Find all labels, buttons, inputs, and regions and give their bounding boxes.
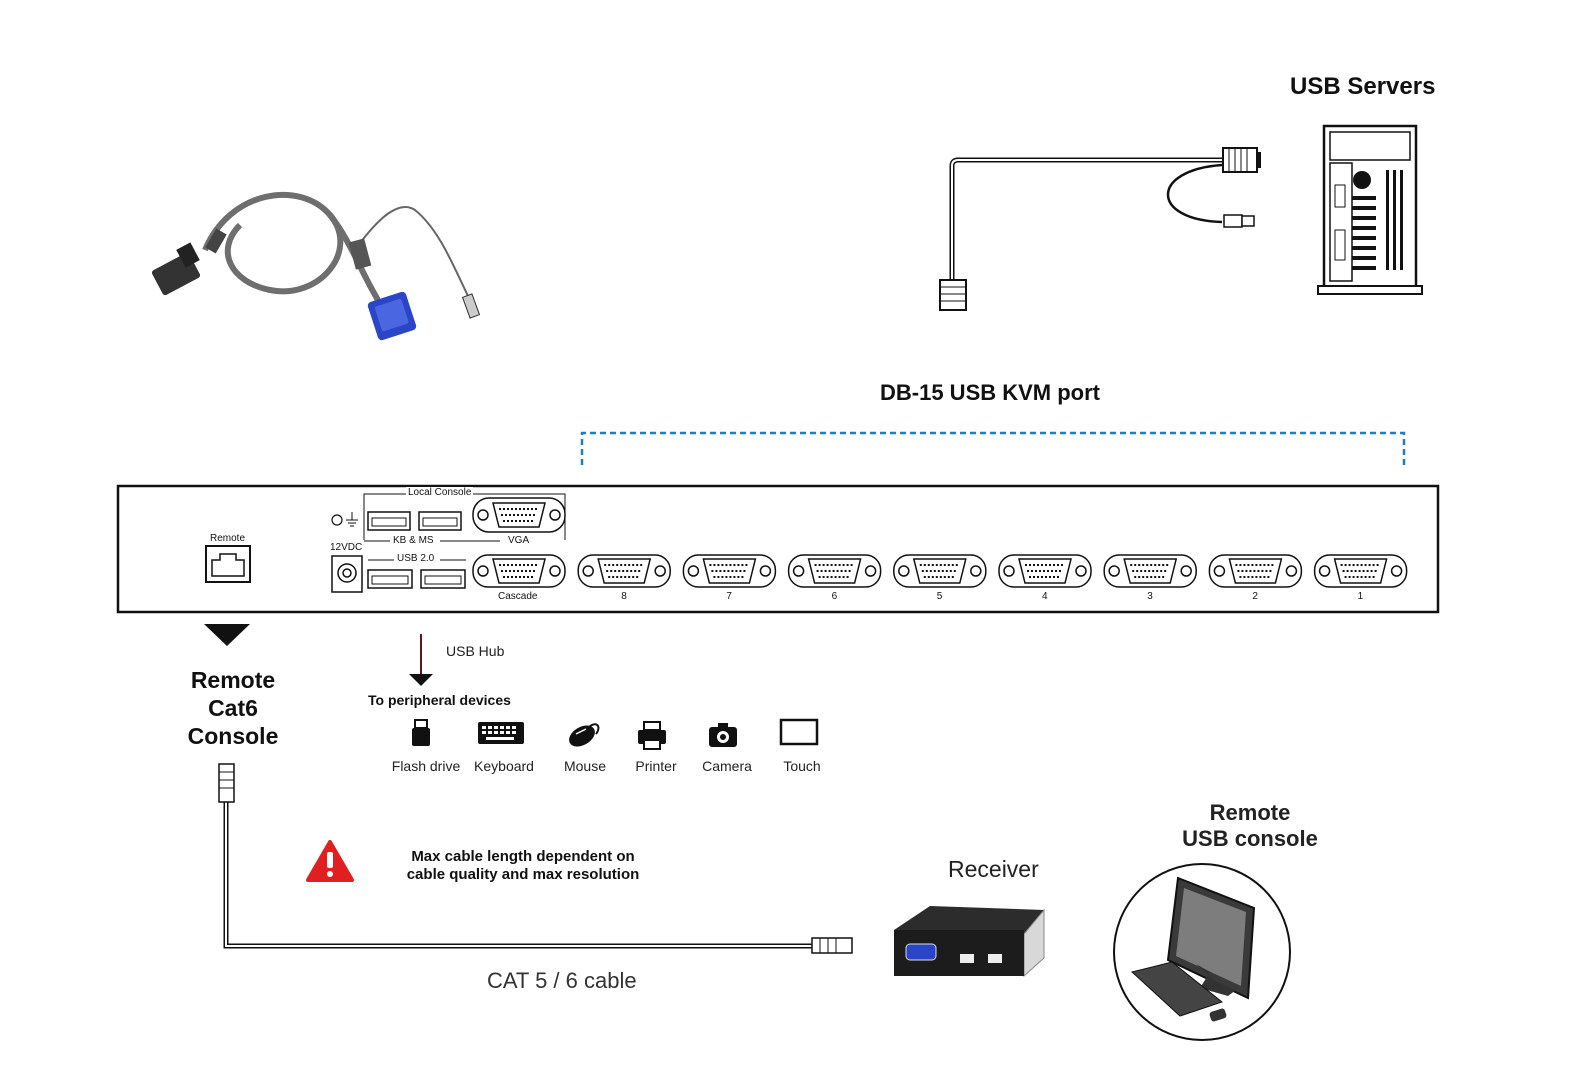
remote-port-label: Remote	[210, 533, 246, 544]
kvm-rear-panel	[116, 484, 1440, 614]
warning-text: Max cable length dependent on cable qual…	[378, 848, 668, 884]
kb-ms-label: KB & MS	[393, 535, 434, 546]
device-label: Printer	[635, 758, 677, 774]
vga-port	[1208, 554, 1303, 588]
usb-hub-label: USB Hub	[446, 643, 505, 659]
remote-usb-console-illustration	[1113, 863, 1291, 1041]
device-printer: Printer	[616, 752, 696, 774]
vga-label: VGA	[508, 535, 530, 546]
vga-port	[893, 554, 987, 588]
port-number-label: 6	[831, 591, 838, 602]
remote-usb-line2: USB console	[1182, 826, 1318, 851]
usb20-label: USB 2.0	[397, 553, 435, 564]
vga-port	[787, 554, 882, 588]
device-label: Flash drive	[391, 758, 461, 774]
receiver-label: Receiver	[948, 856, 1039, 882]
touch-icon	[779, 718, 819, 746]
warning-icon	[306, 840, 354, 882]
flash-drive-icon	[412, 719, 430, 746]
local-console-label: Local Console	[406, 487, 474, 498]
cat-cable	[218, 763, 853, 954]
vga-port	[577, 554, 671, 588]
port-number-label: 1	[1357, 591, 1364, 602]
device-label: Keyboard	[474, 758, 534, 774]
device-keyboard: Keyboard	[464, 752, 544, 774]
vga-port-row	[472, 554, 1408, 588]
server-tower-illustration	[1317, 124, 1423, 295]
kvm-port-title: DB-15 USB KVM port	[880, 380, 1101, 405]
warning-line1: Max cable length dependent on	[411, 848, 635, 865]
kvm-ports-bracket	[580, 431, 1406, 465]
vga-port	[682, 554, 777, 588]
device-touch: Touch	[762, 752, 842, 774]
device-camera: Camera	[687, 752, 767, 774]
device-label: Camera	[702, 758, 752, 774]
server-cable-illustration	[939, 147, 1261, 311]
receiver-illustration	[894, 906, 1045, 978]
remote-usb-line1: Remote	[1209, 800, 1291, 825]
usb-servers-title: USB Servers	[1290, 73, 1436, 100]
vga-port-cascade	[472, 554, 566, 588]
device-flash-drive: Flash drive	[386, 752, 466, 774]
cable-label: CAT 5 / 6 cable	[487, 968, 637, 993]
dc-label: 12VDC	[330, 542, 363, 553]
camera-icon	[709, 723, 737, 747]
warning-line2: cable quality and max resolution	[406, 866, 640, 883]
port-number-label: 8	[621, 591, 627, 602]
remote-console-line1: Remote	[190, 667, 276, 693]
kvm-cable-illustration	[151, 191, 481, 341]
port-number-label: 2	[1252, 591, 1258, 602]
mouse-icon	[569, 723, 600, 747]
vga-port	[1103, 554, 1197, 588]
printer-icon	[638, 721, 666, 750]
port-number-label: 3	[1147, 591, 1153, 602]
remote-console-title: Remote Cat6 Console	[168, 666, 298, 750]
device-label: Touch	[783, 758, 821, 774]
remote-console-line3: Console	[187, 723, 279, 749]
usb-hub-arrow	[409, 634, 433, 686]
vga-port	[1313, 554, 1408, 588]
keyboard-icon	[478, 722, 524, 744]
device-mouse: Mouse	[545, 752, 625, 774]
peripheral-label: To peripheral devices	[368, 692, 511, 708]
down-arrow-icon	[204, 624, 250, 646]
vga-port-local	[472, 497, 566, 533]
vga-port	[998, 554, 1092, 588]
cascade-label: Cascade	[498, 591, 538, 602]
remote-console-line2: Cat6	[208, 695, 258, 721]
remote-usb-console-title: Remote USB console	[1150, 800, 1350, 852]
port-number-label: 4	[1042, 591, 1048, 602]
port-number-label: 5	[936, 591, 943, 602]
port-number-label: 7	[726, 591, 732, 602]
device-label: Mouse	[563, 758, 607, 774]
